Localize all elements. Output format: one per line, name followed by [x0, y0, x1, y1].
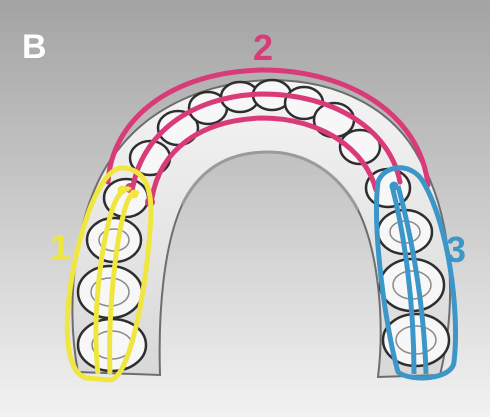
- region-2-label: 2: [253, 30, 273, 66]
- panel-letter: B: [22, 30, 46, 64]
- region-1-label: 1: [50, 230, 70, 266]
- region-3-anchor-points: [390, 182, 399, 191]
- region-3-label: 3: [446, 232, 466, 268]
